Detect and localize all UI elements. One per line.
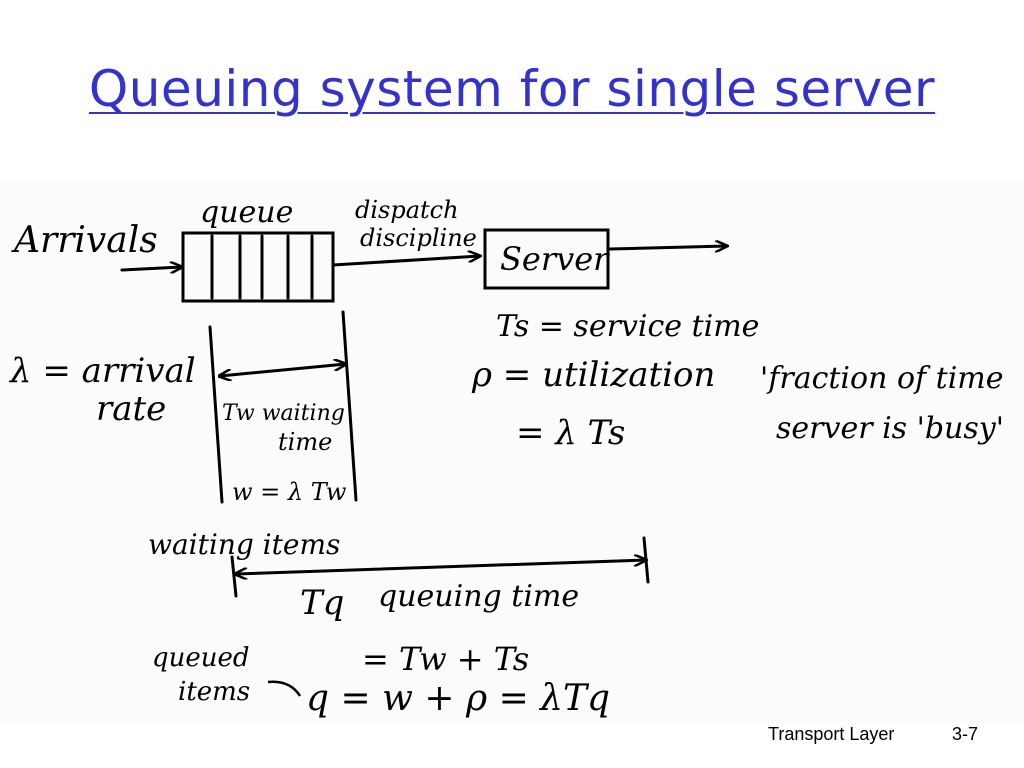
w-equation: w = λ Tw <box>232 478 347 506</box>
queue-label: queue <box>200 195 293 230</box>
queued-items-line2: items <box>178 677 250 707</box>
server-label: Server <box>500 240 610 278</box>
diagram-drawing: Arrivals queue dispatch discipline Serve… <box>8 195 1004 719</box>
page-number: 3-7 <box>952 724 979 744</box>
tq-equation: = Tw + Ts <box>362 640 529 678</box>
dispatch-arrow <box>331 256 480 267</box>
arrivals-label: Arrivals <box>11 220 158 261</box>
queued-items-line1: queued <box>152 643 250 673</box>
tq-arrow <box>236 560 646 574</box>
arrival-arrow <box>120 267 182 270</box>
fraction-label-line1: 'fraction of time <box>760 361 1004 396</box>
lambda-label-line1: λ = arrival <box>8 351 196 391</box>
tw-left-line <box>208 325 224 504</box>
tw-right-line <box>341 310 358 502</box>
server-box <box>483 228 610 290</box>
footer-label: Transport Layer <box>768 724 895 744</box>
rho-equation: = λ Ts <box>516 413 625 453</box>
departure-arrow <box>608 246 727 249</box>
dispatch-label-line2: discipline <box>360 224 477 252</box>
slide-title: Queuing system for single server <box>88 60 936 118</box>
tw-label-line2: time <box>278 428 332 456</box>
queuing-time-label: queuing time <box>378 579 579 614</box>
waiting-items-label: waiting items <box>148 528 340 561</box>
queued-items-pointer <box>267 680 302 697</box>
tq-left-line <box>230 555 238 598</box>
q-equation: q = w + ρ = λTq <box>306 678 610 719</box>
tq-label: Tq <box>300 583 344 623</box>
rho-definition: ρ = utilization <box>471 355 715 395</box>
ts-definition: Ts = service time <box>496 309 759 344</box>
fraction-label-line2: server is 'busy' <box>776 411 1004 446</box>
tw-label-line1: Tw waiting <box>222 401 345 426</box>
dispatch-label-line1: dispatch <box>355 196 459 224</box>
queue-box <box>181 231 335 303</box>
lambda-label-line2: rate <box>96 389 166 429</box>
tw-arrow <box>220 364 346 376</box>
queuing-diagram: Arrivals queue dispatch discipline Serve… <box>0 182 1024 722</box>
